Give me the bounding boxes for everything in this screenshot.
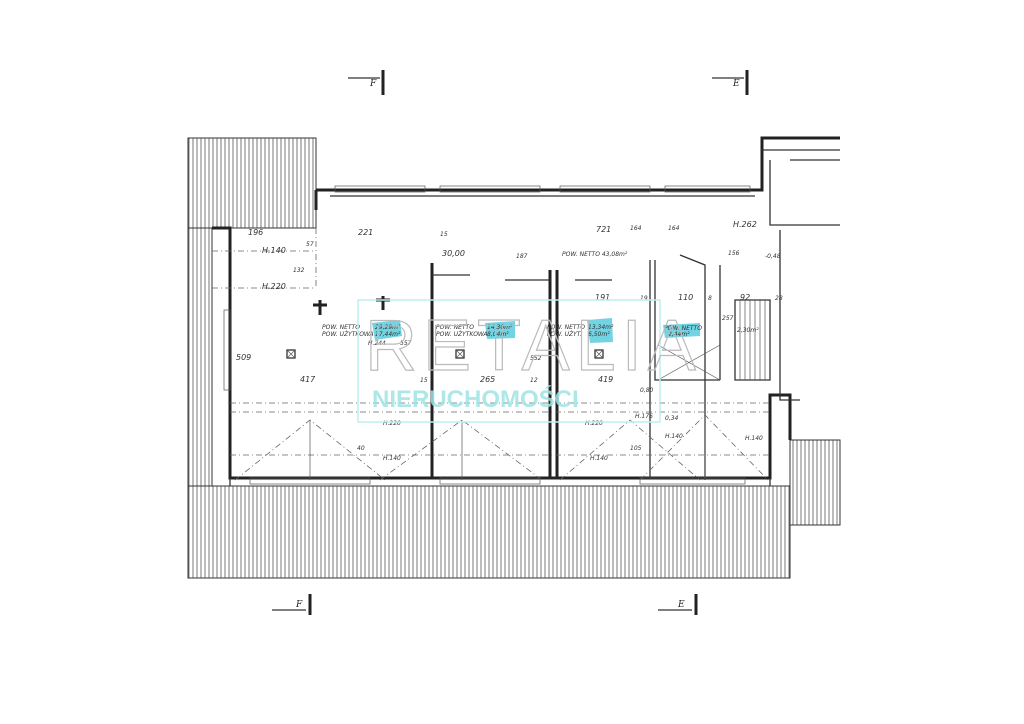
svg-text:NIERUCHOMOŚCI: NIERUCHOMOŚCI (372, 385, 579, 413)
svg-text:257: 257 (722, 315, 734, 322)
roof-hatch-left-strip (187, 227, 213, 487)
svg-text:17,44m²: 17,44m² (375, 331, 401, 338)
svg-text:POW. UŻYTKOWA: POW. UŻYTKOWA (436, 331, 488, 338)
svg-text:221: 221 (358, 228, 373, 237)
outer-walls (212, 136, 840, 486)
svg-text:187: 187 (516, 253, 528, 260)
svg-text:0,34: 0,34 (665, 415, 679, 422)
svg-text:H.140: H.140 (745, 435, 763, 442)
svg-text:0,80: 0,80 (640, 387, 654, 394)
svg-text:19: 19 (640, 295, 648, 302)
svg-text:191: 191 (595, 293, 610, 302)
svg-text:164: 164 (630, 225, 642, 232)
svg-text:15: 15 (440, 231, 448, 238)
svg-text:196: 196 (248, 228, 263, 237)
svg-text:H.140: H.140 (262, 246, 286, 255)
svg-text:6,50m²: 6,50m² (588, 331, 610, 338)
svg-text:2,30m²: 2,30m² (737, 327, 759, 334)
svg-text:557: 557 (400, 340, 412, 347)
svg-text:30,00: 30,00 (442, 249, 465, 258)
svg-text:8,04m²: 8,04m² (487, 331, 509, 338)
svg-text:552: 552 (530, 355, 542, 362)
svg-text:417: 417 (300, 375, 316, 384)
interior-walls (212, 228, 771, 480)
svg-text:721: 721 (596, 225, 611, 234)
room-1-area: POW. NETTO POW. UŻYTKOWA 29,29m² 17,44m² (322, 320, 402, 340)
svg-text:40: 40 (357, 445, 365, 452)
svg-text:164: 164 (668, 225, 680, 232)
svg-text:H.244: H.244 (368, 340, 386, 347)
svg-text:POW. NETTO: POW. NETTO (547, 324, 585, 331)
svg-text:110: 110 (678, 293, 693, 302)
svg-text:419: 419 (598, 375, 613, 384)
svg-text:E: E (677, 600, 685, 610)
room-3-area: POW. NETTO POW. UŻYT. 13,34m² 6,50m² (547, 318, 614, 343)
svg-text:14,30m²: 14,30m² (487, 324, 513, 331)
svg-text:H.262: H.262 (733, 220, 757, 229)
svg-text:RETALIA: RETALIA (365, 306, 702, 386)
watermark-logo: RETALIA NIERUCHOMOŚCI (357, 299, 702, 423)
svg-text:F: F (369, 79, 377, 89)
svg-text:E: E (732, 79, 740, 89)
dormers (234, 414, 769, 485)
svg-text:H.176: H.176 (635, 413, 653, 420)
svg-text:POW. UŻYT.: POW. UŻYT. (547, 331, 582, 338)
column-symbols (286, 296, 604, 359)
svg-text:13,34m²: 13,34m² (588, 324, 614, 331)
svg-text:29,29m²: 29,29m² (375, 324, 401, 331)
svg-text:57: 57 (306, 241, 314, 248)
svg-text:POW. NETTO: POW. NETTO (322, 324, 360, 331)
svg-text:132: 132 (293, 267, 305, 274)
roof-hatch-right (789, 439, 841, 526)
svg-text:265: 265 (480, 375, 495, 384)
svg-text:H.220: H.220 (262, 282, 286, 291)
svg-text:POW. UŻYTKOWA: POW. UŻYTKOWA (322, 331, 374, 338)
svg-text:-0,48: -0,48 (765, 253, 781, 260)
section-marker-top-left: F (348, 70, 385, 95)
section-marker-bottom-left: F (272, 594, 312, 615)
svg-text:H.220: H.220 (585, 420, 603, 427)
svg-text:H.140: H.140 (590, 455, 608, 462)
section-marker-bottom-right: E (658, 594, 698, 615)
roof-hatch-left-top (187, 137, 317, 229)
svg-text:12: 12 (530, 377, 538, 384)
room-4-area: POW. NETTO 2,44m² (663, 323, 702, 338)
svg-text:H.220: H.220 (383, 420, 401, 427)
roof-hatch-bottom (187, 485, 791, 579)
svg-text:105: 105 (630, 445, 642, 452)
room-2-area: POW. NETTO POW. UŻYTKOWA 14,30m² 8,04m² (436, 321, 515, 339)
corridor-area-label: POW. NETTO 43,08m² (562, 251, 628, 258)
svg-text:156: 156 (728, 250, 740, 257)
svg-text:509: 509 (236, 353, 251, 362)
svg-text:H.140: H.140 (665, 433, 683, 440)
svg-text:POW. NETTO: POW. NETTO (436, 324, 474, 331)
svg-text:15: 15 (420, 377, 428, 384)
svg-text:F: F (295, 600, 303, 610)
section-marker-top-right: E (712, 70, 749, 95)
svg-text:H.140: H.140 (383, 455, 401, 462)
dimension-labels: 196 221 15 721 164 164 156 H.262 H.140 H… (236, 220, 783, 462)
svg-text:2,44m²: 2,44m² (668, 331, 690, 338)
svg-text:POW. NETTO: POW. NETTO (664, 325, 702, 332)
svg-text:28: 28 (775, 295, 783, 302)
svg-text:8: 8 (708, 295, 712, 302)
svg-text:92: 92 (740, 293, 750, 302)
